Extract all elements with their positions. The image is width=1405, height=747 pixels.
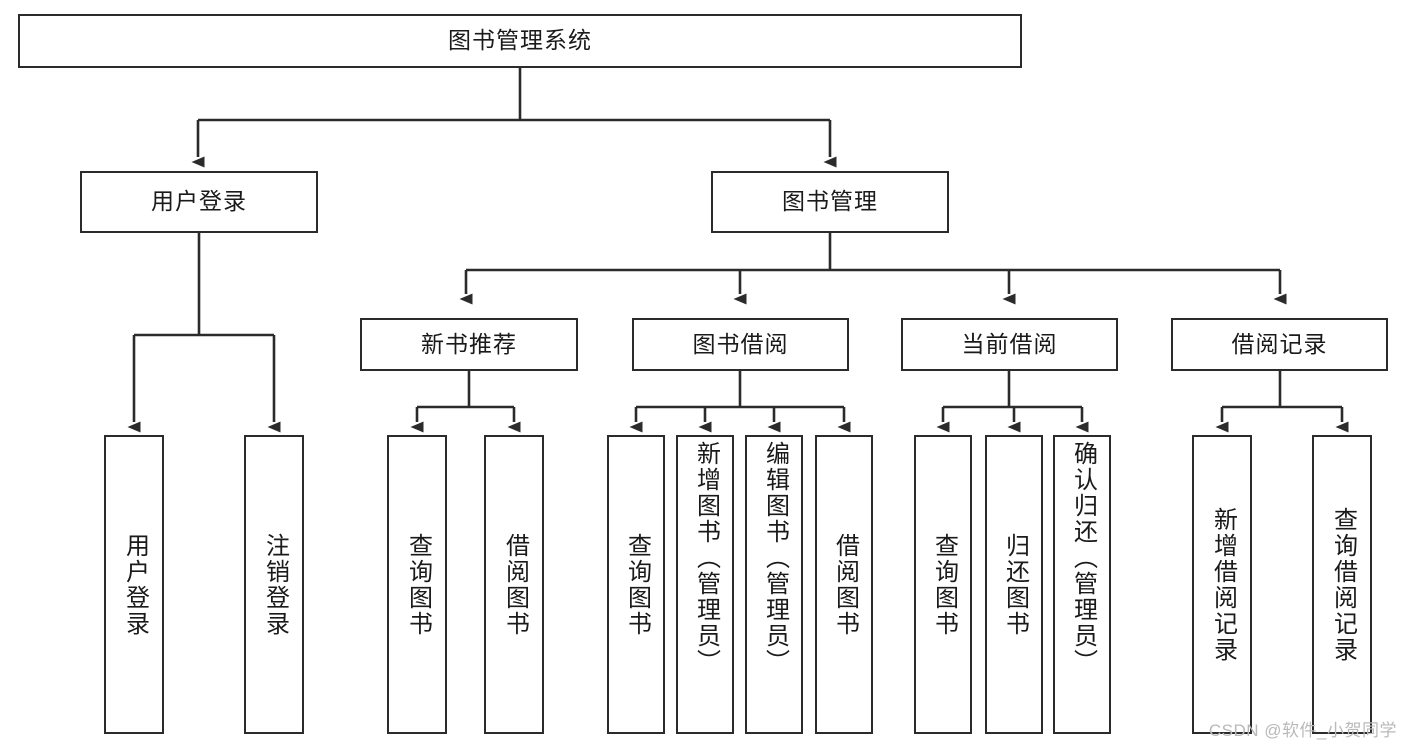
node-leaf-borrow-book-2[interactable]: 借阅图书 (815, 435, 873, 734)
node-leaf-query-book-1-label: 查询图书 (404, 532, 432, 637)
node-leaf-borrow-book-1-label: 借阅图书 (501, 532, 529, 637)
node-borrow-record[interactable]: 借阅记录 (1171, 318, 1388, 371)
node-current-borrow[interactable]: 当前借阅 (901, 318, 1118, 371)
node-leaf-confirm-return[interactable]: 确认归还（管理员） (1053, 435, 1111, 734)
node-new-book-recommend[interactable]: 新书推荐 (360, 318, 578, 371)
node-leaf-query-book-1[interactable]: 查询图书 (387, 435, 447, 734)
node-borrow-record-label: 借阅记录 (1231, 330, 1328, 357)
node-leaf-user-login[interactable]: 用户登录 (104, 435, 164, 734)
node-leaf-query-book-3-label: 查询图书 (930, 532, 958, 637)
node-new-book-recommend-label: 新书推荐 (421, 330, 517, 357)
node-leaf-query-record-label: 查询借阅记录 (1329, 506, 1357, 663)
node-leaf-query-book-2[interactable]: 查询图书 (607, 435, 665, 734)
node-root-label: 图书管理系统 (448, 27, 592, 54)
node-book-manage-label: 图书管理 (782, 188, 878, 215)
node-book-borrow-label: 图书借阅 (692, 330, 789, 357)
node-leaf-edit-book-label: 编辑图书（管理员） (761, 441, 789, 675)
node-leaf-return-book-label: 归还图书 (1001, 532, 1029, 637)
node-leaf-return-book[interactable]: 归还图书 (985, 435, 1043, 734)
node-leaf-query-book-2-label: 查询图书 (623, 532, 651, 637)
node-leaf-add-book-label: 新增图书（管理员） (692, 441, 720, 675)
node-leaf-confirm-return-label: 确认归还（管理员） (1069, 441, 1097, 675)
node-book-borrow[interactable]: 图书借阅 (632, 318, 849, 371)
node-leaf-edit-book[interactable]: 编辑图书（管理员） (745, 435, 803, 734)
node-user-login-label: 用户登录 (151, 188, 247, 215)
node-book-manage[interactable]: 图书管理 (711, 171, 949, 233)
node-leaf-logout-login-label: 注销登录 (261, 532, 289, 637)
node-user-login[interactable]: 用户登录 (80, 171, 318, 233)
node-leaf-borrow-book-1[interactable]: 借阅图书 (484, 435, 544, 734)
node-root[interactable]: 图书管理系统 (18, 14, 1022, 68)
node-leaf-query-book-3[interactable]: 查询图书 (914, 435, 972, 734)
node-leaf-query-record[interactable]: 查询借阅记录 (1312, 435, 1372, 734)
node-leaf-borrow-book-2-label: 借阅图书 (831, 532, 859, 637)
node-current-borrow-label: 当前借阅 (961, 330, 1058, 357)
node-leaf-user-login-label: 用户登录 (121, 532, 149, 637)
node-leaf-add-record[interactable]: 新增借阅记录 (1192, 435, 1252, 734)
node-leaf-add-book[interactable]: 新增图书（管理员） (676, 435, 734, 734)
node-leaf-add-record-label: 新增借阅记录 (1209, 506, 1237, 663)
node-leaf-logout-login[interactable]: 注销登录 (244, 435, 304, 734)
